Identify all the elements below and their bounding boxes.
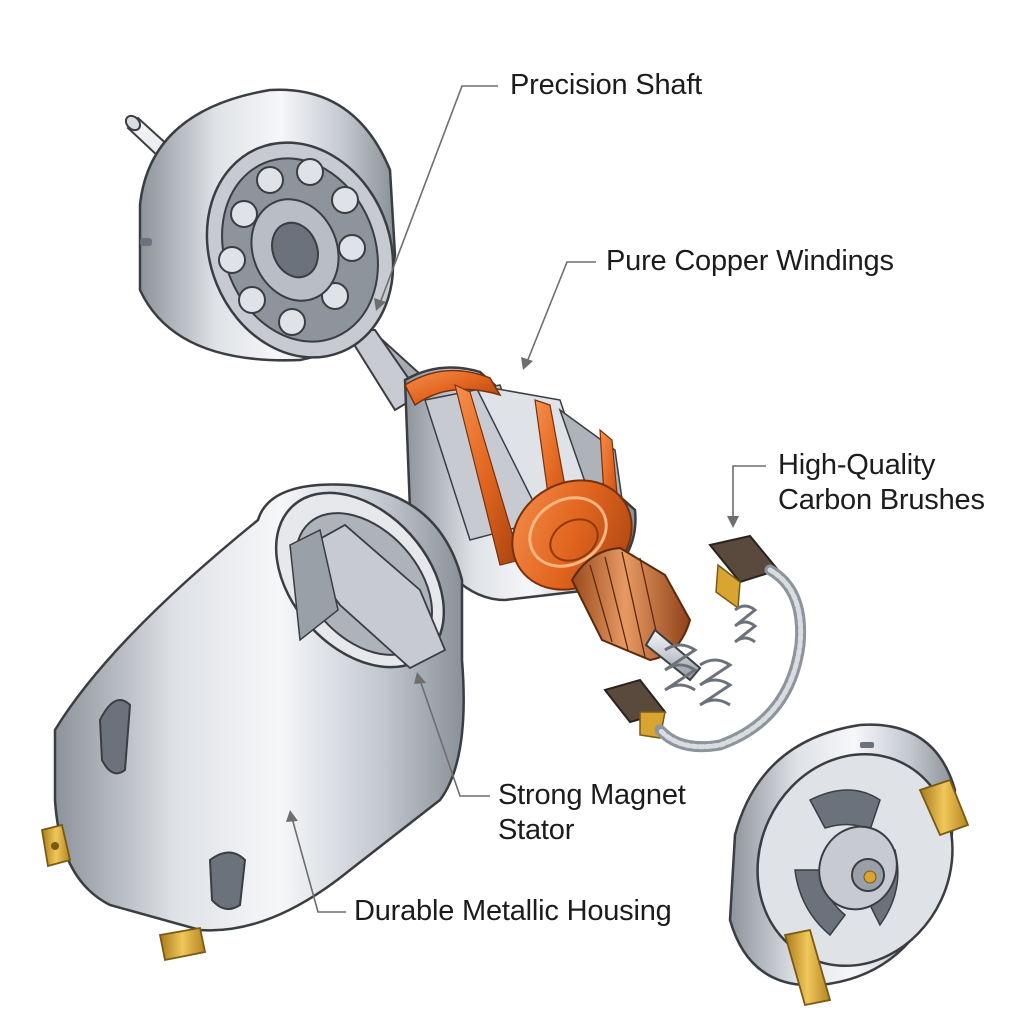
callout-carbon-brushes: High-Quality Carbon Brushes <box>778 448 985 518</box>
callout-magnet-stator-line1: Strong Magnet <box>498 779 686 811</box>
leader-lines <box>286 85 766 913</box>
callout-magnet-stator: Strong Magnet Stator <box>498 778 686 848</box>
callout-copper-windings-text: Pure Copper Windings <box>606 245 894 277</box>
callout-carbon-brushes-line2: Carbon Brushes <box>778 484 985 516</box>
callout-carbon-brushes-line1: High-Quality <box>778 449 936 481</box>
front-bearing-cap <box>138 88 397 362</box>
callout-copper-windings: Pure Copper Windings <box>606 244 894 279</box>
callout-metallic-housing-text: Durable Metallic Housing <box>354 895 672 927</box>
rear-end-cap <box>728 723 970 1007</box>
carbon-brush-assembly <box>603 534 807 753</box>
metallic-housing <box>40 483 465 962</box>
callout-metallic-housing: Durable Metallic Housing <box>354 894 672 929</box>
callout-precision-shaft-text: Precision Shaft <box>510 69 703 101</box>
callout-magnet-stator-line2: Stator <box>498 814 575 846</box>
callout-precision-shaft: Precision Shaft <box>510 68 702 103</box>
armature-rotor <box>403 366 637 602</box>
